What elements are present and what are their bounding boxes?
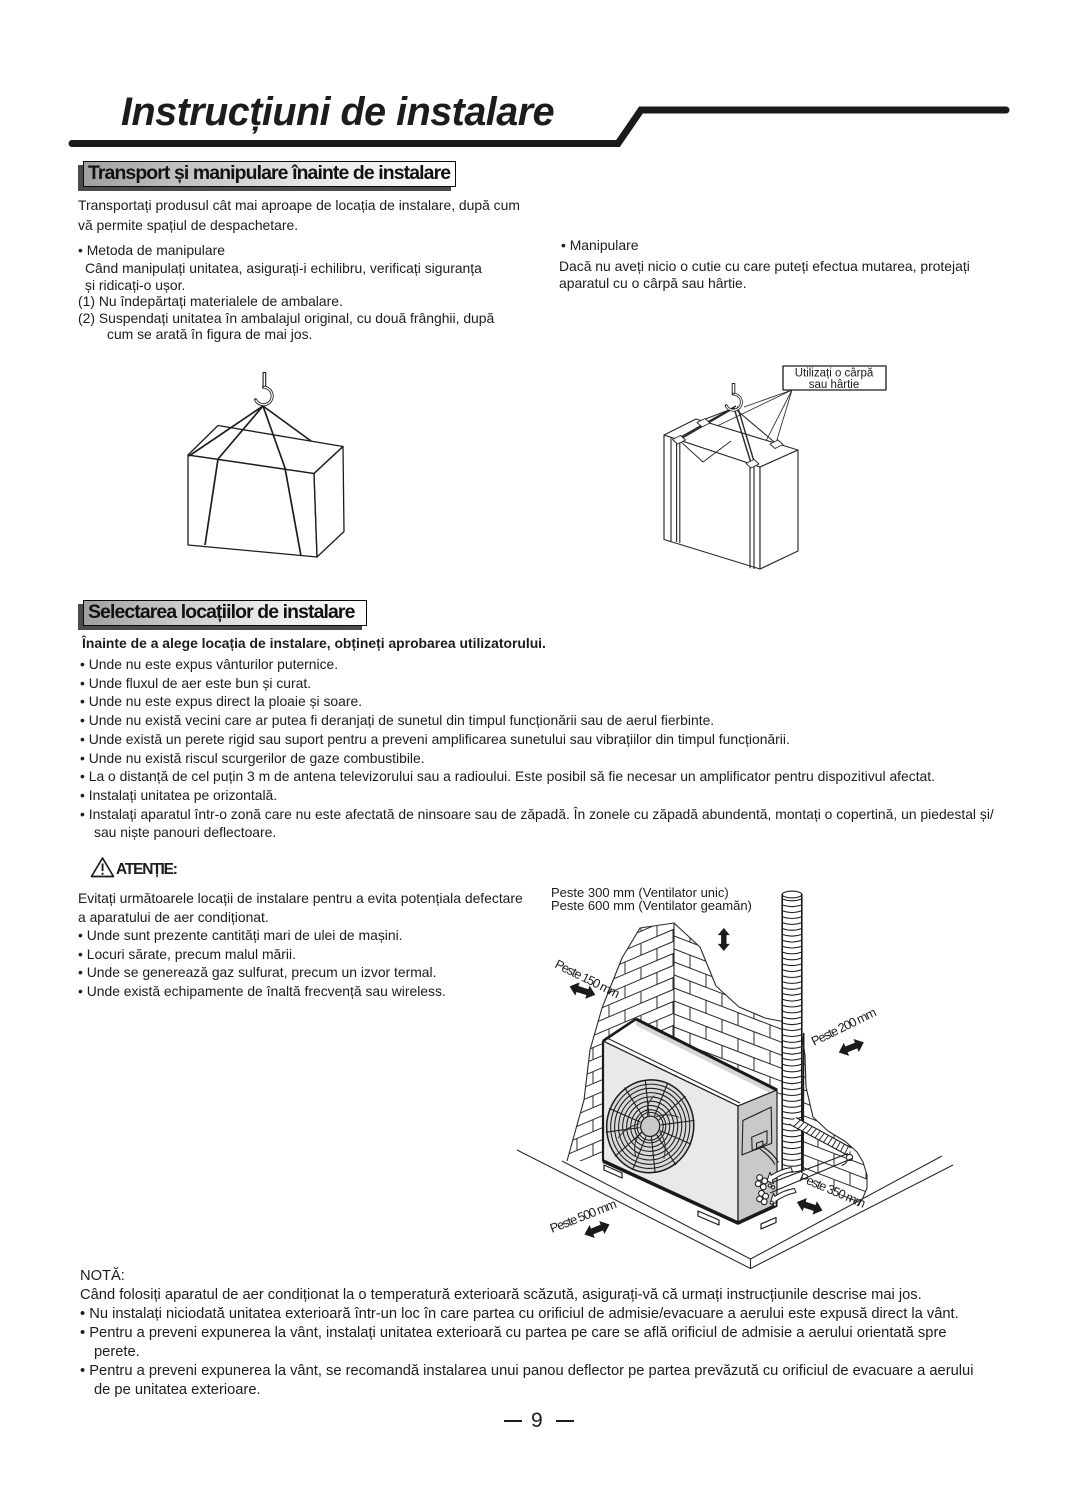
svg-text:Peste 200 mm: Peste 200 mm <box>809 1005 878 1049</box>
svg-text:sau hârtie: sau hârtie <box>809 379 860 391</box>
svg-text:Peste 500 mm: Peste 500 mm <box>548 1196 618 1236</box>
svg-text:Utilizați o cârpă: Utilizați o cârpă <box>795 368 874 380</box>
